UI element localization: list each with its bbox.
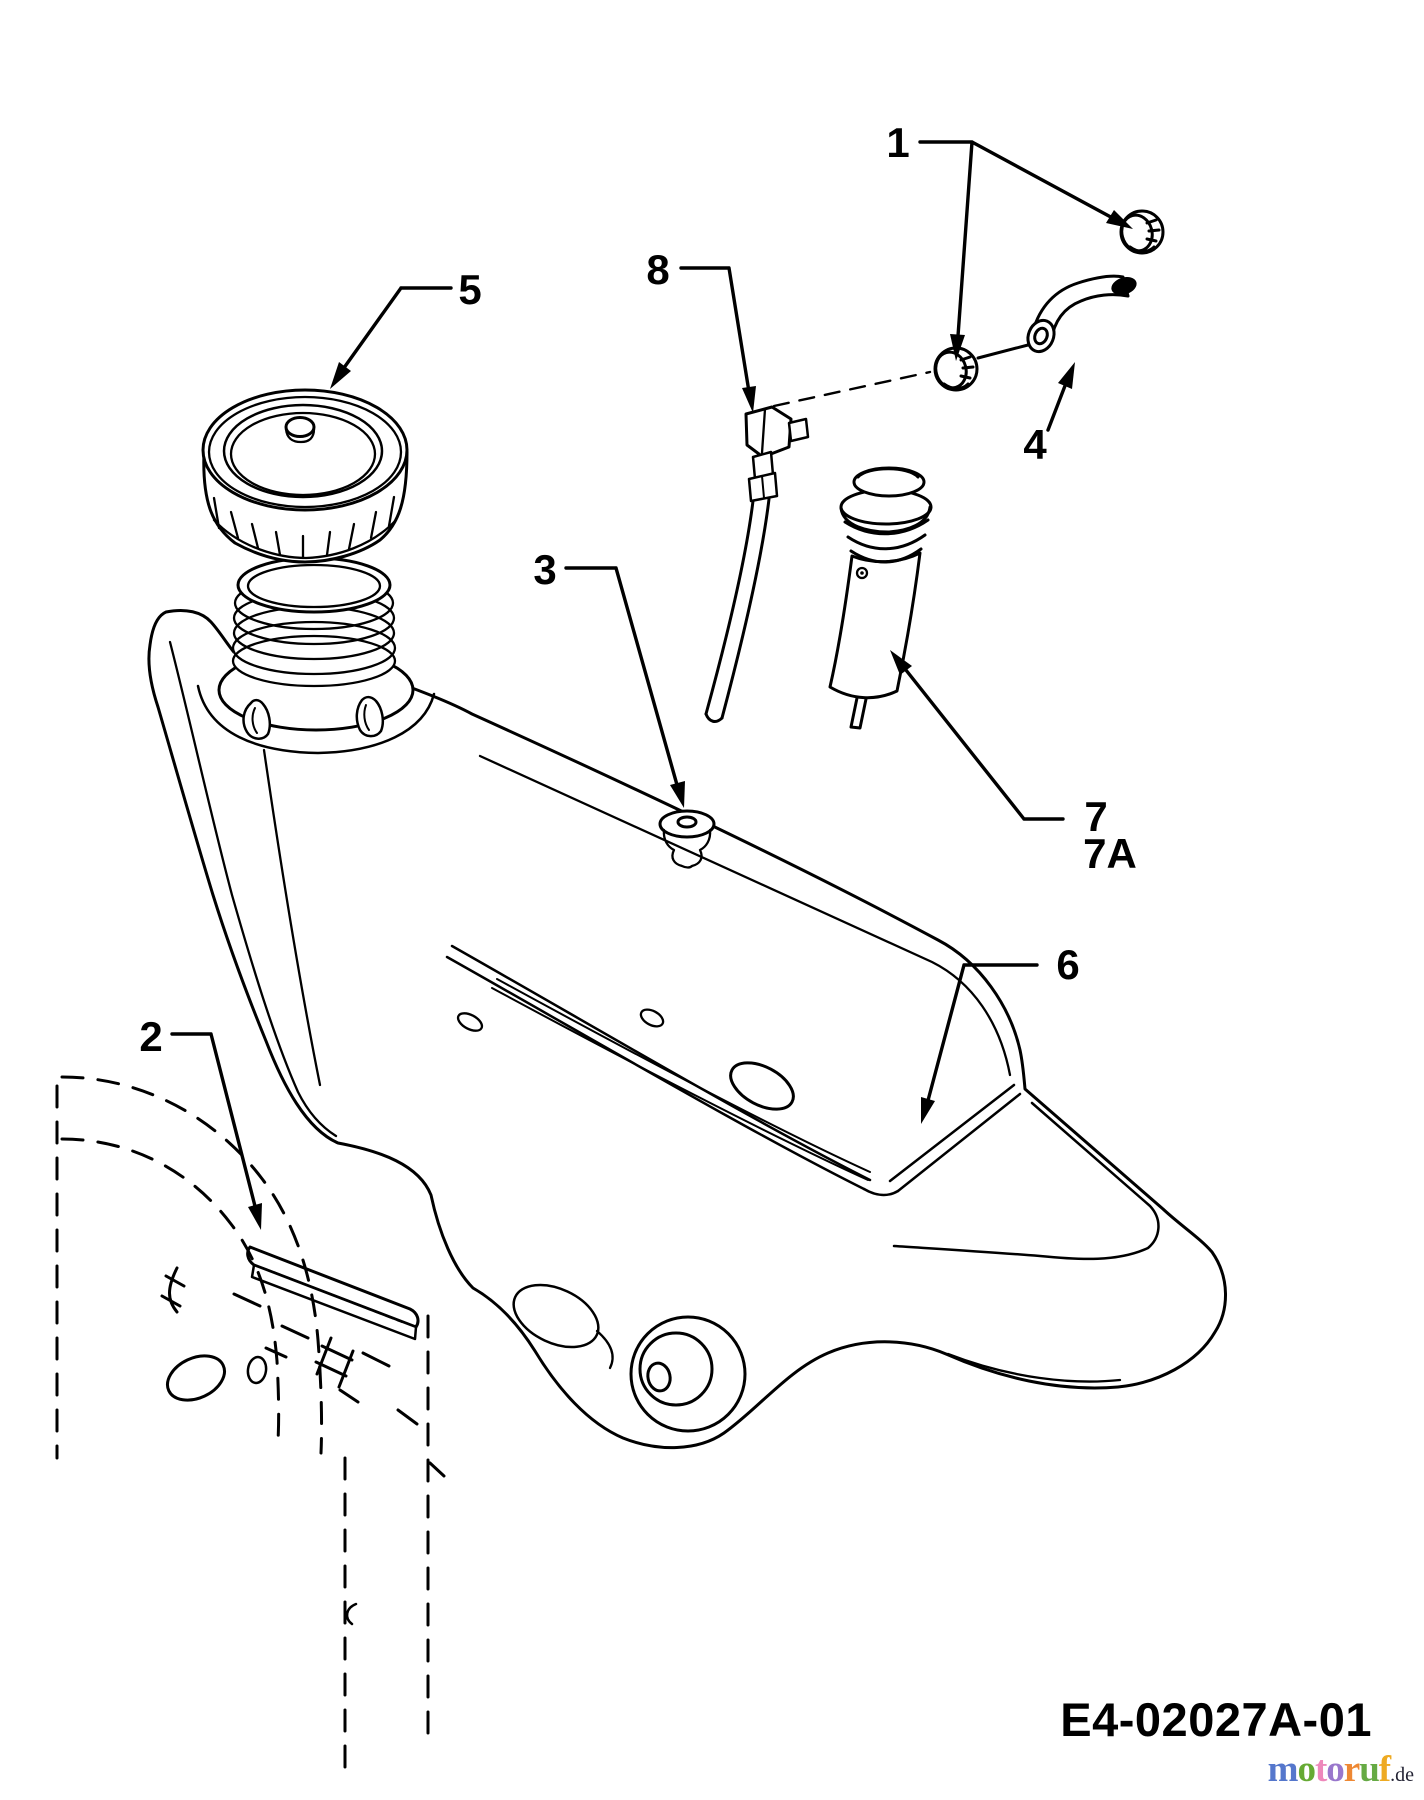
callout-3: 3 [533, 546, 556, 593]
callout-7: 7 [1084, 793, 1107, 840]
callout-1: 1 [886, 119, 909, 166]
fuel-tank-body [147, 608, 1227, 1450]
fuel-cap-part-5 [201, 388, 409, 564]
watermark-letter: u [1359, 1749, 1380, 1790]
watermark-letter: m [1267, 1749, 1299, 1790]
vent-cap-part-1-lower [933, 346, 979, 392]
elbow-dipstick-part-8 [704, 405, 810, 723]
vent-cap-part-1-upper [1119, 209, 1165, 255]
frame-bracket-marks [160, 1266, 446, 1478]
callout-4: 4 [1023, 421, 1047, 468]
callout-7A: 7A [1083, 830, 1137, 877]
fuel-gauge-part-7 [828, 466, 933, 730]
cap-ribs [212, 495, 396, 560]
part-code: E4-02027A-01 [1060, 1693, 1372, 1746]
grommet-part-3 [658, 809, 716, 869]
watermark-letter: r [1343, 1749, 1360, 1790]
watermark-logo: motoruf.de [1268, 1748, 1414, 1791]
frame-hidden-outline [55, 1075, 446, 1784]
filler-neck [231, 556, 397, 740]
callout-8: 8 [646, 246, 669, 293]
tank-channel-detail [445, 944, 1022, 1197]
callout-5: 5 [458, 266, 481, 313]
watermark-letter: t [1314, 1749, 1327, 1790]
callout-2: 2 [139, 1013, 162, 1060]
watermark-letter: o [1297, 1749, 1315, 1790]
vent-hose-part-4 [1026, 274, 1137, 354]
assembly-dash-lines [772, 343, 1030, 408]
watermark-letter: f [1378, 1749, 1391, 1790]
callout-6: 6 [1056, 941, 1079, 988]
watermark-suffix: .de [1390, 1764, 1414, 1786]
leader-lines [170, 140, 1133, 1230]
tank-bottom-boss [512, 1283, 747, 1433]
watermark-letter: o [1326, 1749, 1344, 1790]
